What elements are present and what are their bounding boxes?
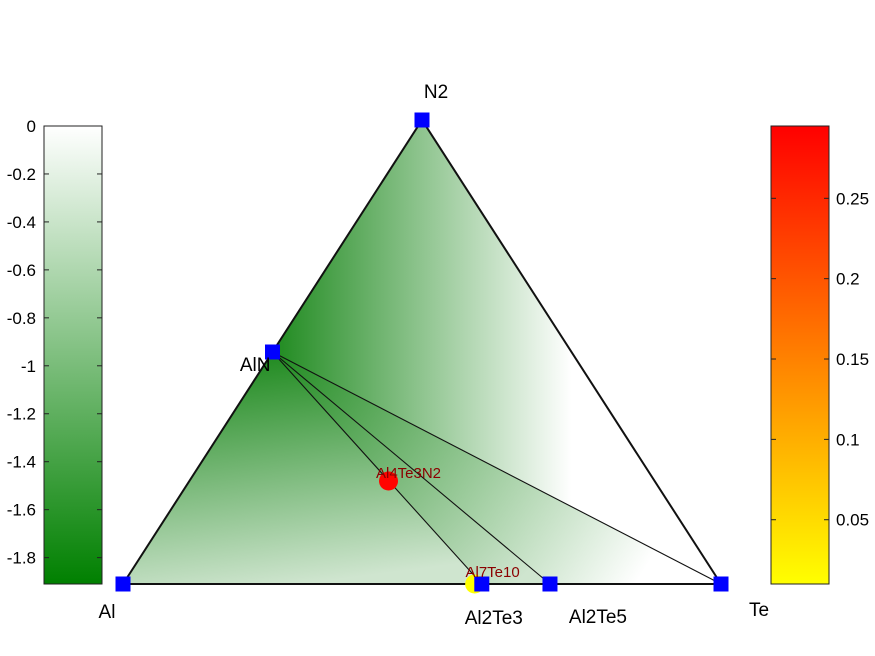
formation-energy-tick-label: -0.6 xyxy=(7,261,36,280)
stable-phase-label: N2 xyxy=(424,82,448,103)
formation-energy-tick-label: -1.4 xyxy=(7,453,36,472)
tie-line xyxy=(272,351,551,585)
stable-phase-marker[interactable] xyxy=(542,576,558,592)
e-above-hull-colorbar: 0.05 0.1 0.15 0.2 0.25 xyxy=(770,125,869,585)
formation-energy-tick-label: -0.4 xyxy=(7,213,36,232)
e-above-hull-tick-label: 0.25 xyxy=(836,189,869,208)
stable-phase-marker[interactable] xyxy=(414,112,430,128)
formation-energy-tick-label: -0.8 xyxy=(7,309,36,328)
phase-markers xyxy=(115,112,729,594)
stable-phase-label: AlN xyxy=(240,355,271,376)
tie-lines xyxy=(122,119,722,585)
stable-phase-marker[interactable] xyxy=(474,576,490,592)
stable-phase-label: Al xyxy=(99,602,116,623)
formation-energy-tick-label: 0 xyxy=(27,117,36,136)
stable-phase-marker[interactable] xyxy=(115,576,131,592)
stable-phase-marker[interactable] xyxy=(713,576,729,592)
e-above-hull-tick-label: 0.15 xyxy=(836,350,869,369)
stable-phase-label: Al2Te5 xyxy=(569,607,627,628)
unstable-phase-label: Al7Te10 xyxy=(466,564,520,581)
e-above-hull-tick-label: 0.2 xyxy=(836,270,860,289)
e-above-hull-tick-label: 0.1 xyxy=(836,430,860,449)
stable-phase-marker[interactable] xyxy=(265,344,280,360)
formation-energy-colorbar: 0 -0.2 -0.4 -0.6 -0.8 -1 -1.2 -1.4 -1.6 -1.8 xyxy=(7,117,103,585)
formation-energy-tick-label: -1.6 xyxy=(7,501,36,520)
formation-energy-tick-label: -1.2 xyxy=(7,405,36,424)
unstable-phase-marker[interactable] xyxy=(379,471,399,491)
formation-energy-tick-label: -1 xyxy=(21,357,36,376)
tie-line xyxy=(272,351,722,585)
tie-line xyxy=(272,351,483,585)
formation-energy-tick-label: -1.8 xyxy=(7,549,36,568)
stable-phase-label: Te xyxy=(749,600,769,621)
stable-phase-label: Al2Te3 xyxy=(465,608,523,629)
formation-energy-colorbar-bar xyxy=(43,125,103,585)
e-above-hull-colorbar-bar xyxy=(770,125,830,585)
triangle-edge xyxy=(421,119,722,585)
formation-energy-tick-label: -0.2 xyxy=(7,165,36,184)
formation-energy-shading xyxy=(123,120,721,584)
formation-energy-facet xyxy=(123,352,482,584)
formation-energy-facet xyxy=(272,120,721,584)
e-above-hull-tick-label: 0.05 xyxy=(836,511,869,530)
unstable-phase-label: Al4Te3N2 xyxy=(376,465,441,482)
